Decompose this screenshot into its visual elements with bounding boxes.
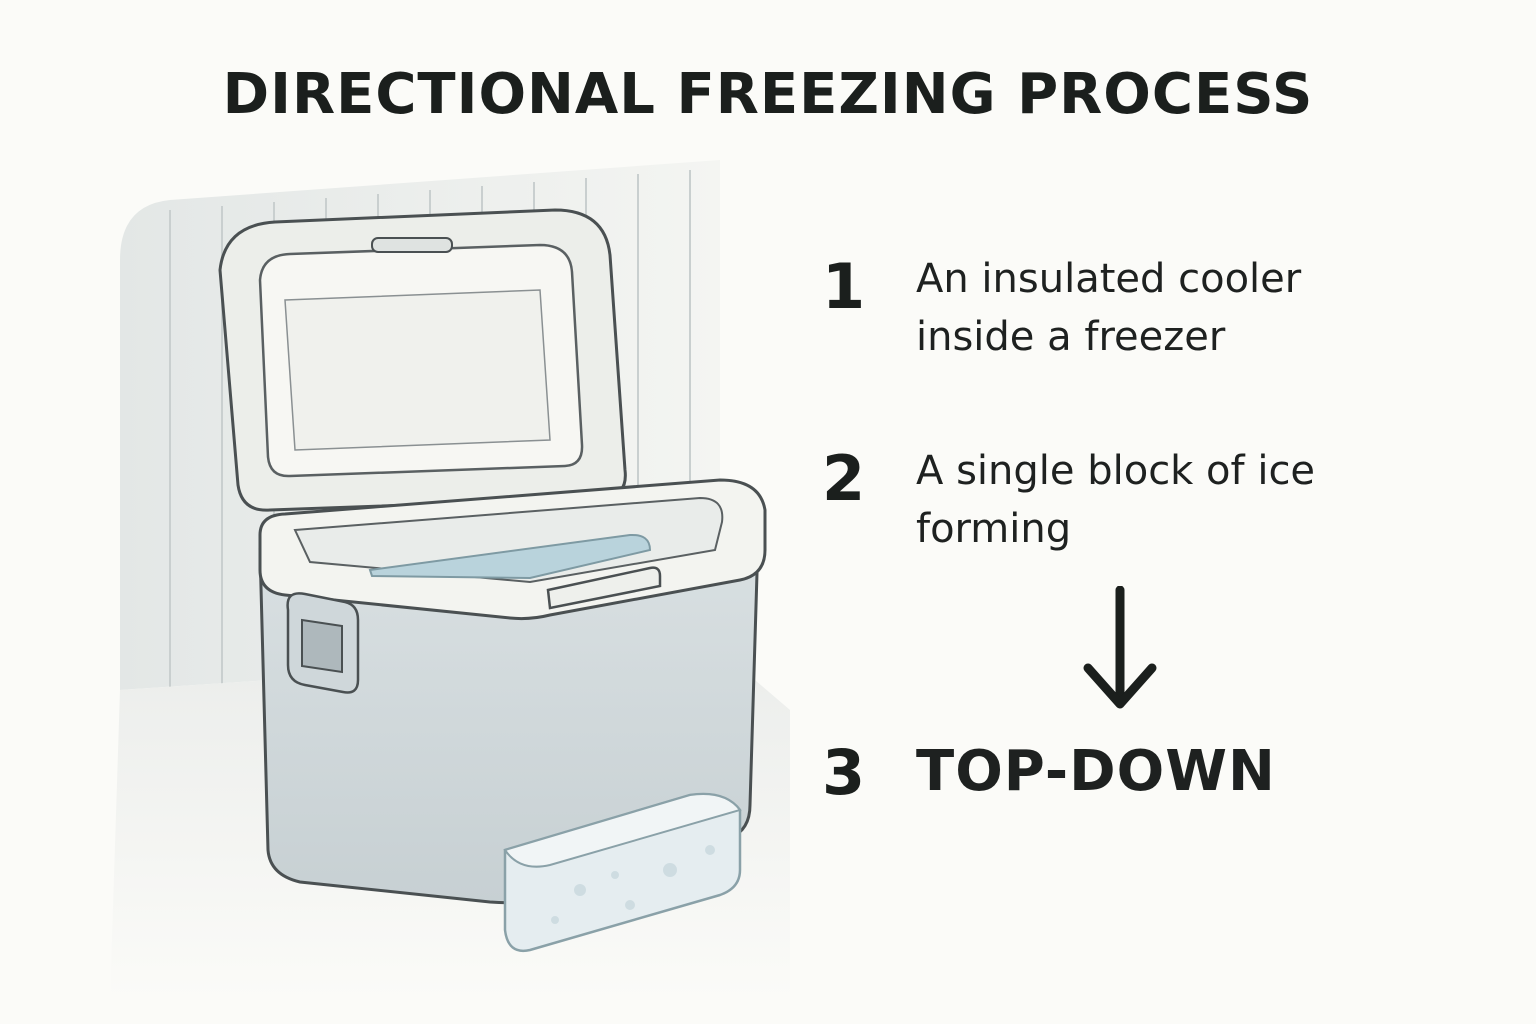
step-number: 2 xyxy=(822,442,866,515)
step-text: An insulated cooler inside a freezer xyxy=(916,256,1302,360)
step-text: TOP-DOWN xyxy=(916,739,1276,804)
step-text: A single block of ice forming xyxy=(916,448,1316,552)
ice-block xyxy=(503,792,742,953)
arrow-down-icon xyxy=(1083,586,1157,709)
cooler-lid xyxy=(218,208,627,512)
step-number: 1 xyxy=(822,250,866,323)
page-title: DIRECTIONAL FREEZING PROCESS xyxy=(222,62,1314,127)
step-number: 3 xyxy=(822,736,866,809)
cooler-in-freezer-illustration xyxy=(110,160,790,1000)
